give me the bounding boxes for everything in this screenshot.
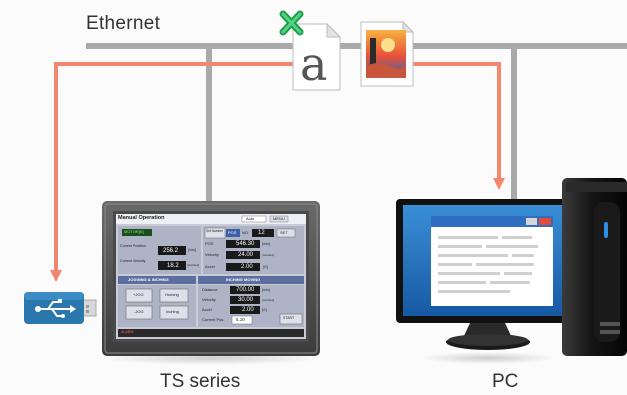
hmi-status-badge: MOTOR[K] xyxy=(124,229,144,234)
ethernet-drop-ts xyxy=(206,49,212,201)
hmi-minus-jog-button: -JOG xyxy=(134,309,144,314)
hmi-start-button: START xyxy=(283,316,295,320)
hmi-mode-select: Auto xyxy=(246,216,255,221)
ethernet-backbone xyxy=(86,43,627,49)
hmi-distance-value: 700.00 xyxy=(236,287,255,293)
hmi-inch-velocity-value: 30.00 xyxy=(238,297,254,303)
pc-tower xyxy=(562,178,627,356)
hmi-homing-button: Homing xyxy=(165,292,179,297)
hmi-title: Manual Operation xyxy=(118,215,165,221)
hmi-accel-unit: [G] xyxy=(263,265,268,269)
hmi-velocity-value: 24.00 xyxy=(238,252,254,258)
hmi-set-button: SET xyxy=(280,230,288,235)
hmi-current-velocity-label: Current Velocity xyxy=(120,259,146,263)
svg-text:a: a xyxy=(300,37,327,91)
hmi-set-label: Set Number xyxy=(206,229,224,233)
hmi-inching-button: Inching xyxy=(166,309,179,314)
hmi-velocity-unit: [mm/sec] xyxy=(262,253,275,257)
image-file-icon xyxy=(360,20,415,87)
hmi-inch-velocity-label: Velocity xyxy=(202,297,216,302)
arrow-head-usb xyxy=(50,270,62,282)
hmi-inch-accel-unit: [G] xyxy=(262,308,267,312)
hmi-current-velocity-value: 18.2 xyxy=(167,263,179,269)
hmi-velocity-label: Velocity xyxy=(205,252,219,257)
arrow-to-usb xyxy=(54,62,300,272)
font-file-icon: a xyxy=(279,10,342,91)
hmi-inch-accel-value: 2.00 xyxy=(242,307,254,313)
hmi-no-label: NO. xyxy=(242,230,250,235)
app-window xyxy=(431,216,553,306)
hmi-inch-velocity-unit: [mm/sec] xyxy=(262,298,275,302)
hmi-current-position-value: 256.2 xyxy=(163,248,179,254)
pc-monitor xyxy=(396,199,586,364)
pc-label: PC xyxy=(492,371,519,392)
hmi-plus-jog-button: +JOG xyxy=(133,292,144,297)
ethernet-network xyxy=(86,43,627,201)
hmi-inching-section-title: INCHING MOVING xyxy=(226,277,261,282)
hmi-pos-unit: [mm] xyxy=(262,242,270,246)
usb-stick xyxy=(24,292,97,324)
hmi-current-pos-value: 5.10 xyxy=(236,317,245,322)
hmi-menu-button: MENU xyxy=(273,216,285,221)
data-flow-arrows xyxy=(50,62,505,282)
hmi-distance-unit: [mm] xyxy=(262,288,270,292)
hmi-jogging-section-title: JOGGING & INCHING xyxy=(128,277,169,282)
hmi-no-value: 12 xyxy=(258,230,265,236)
hmi-distance-label: Distance xyxy=(202,287,218,292)
hmi-accel-value: 2.00 xyxy=(241,264,253,270)
hmi-pos-row-label: POS xyxy=(205,241,214,246)
hmi-inch-accel-label: Accel xyxy=(202,307,212,312)
hmi-current-pos-label: Current Pos. xyxy=(202,317,225,322)
ts-series-label: TS series xyxy=(160,371,241,392)
ethernet-label: Ethernet xyxy=(86,13,161,34)
ts-series-panel xyxy=(98,201,322,365)
hmi-pos-label: POS xyxy=(228,230,237,235)
arrow-to-pc xyxy=(406,62,501,180)
hmi-current-velocity-unit: [mm/sec] xyxy=(187,263,200,267)
hmi-pos-value: 546.30 xyxy=(236,241,255,247)
hmi-current-position-unit: [mm] xyxy=(188,248,196,252)
arrow-head-pc xyxy=(493,178,505,190)
ethernet-drop-pc xyxy=(511,49,517,201)
hmi-accel-label: Accel xyxy=(205,264,215,269)
hmi-current-position-label: Current Position xyxy=(120,244,146,248)
hmi-alarm-label: ALARM xyxy=(121,330,134,334)
